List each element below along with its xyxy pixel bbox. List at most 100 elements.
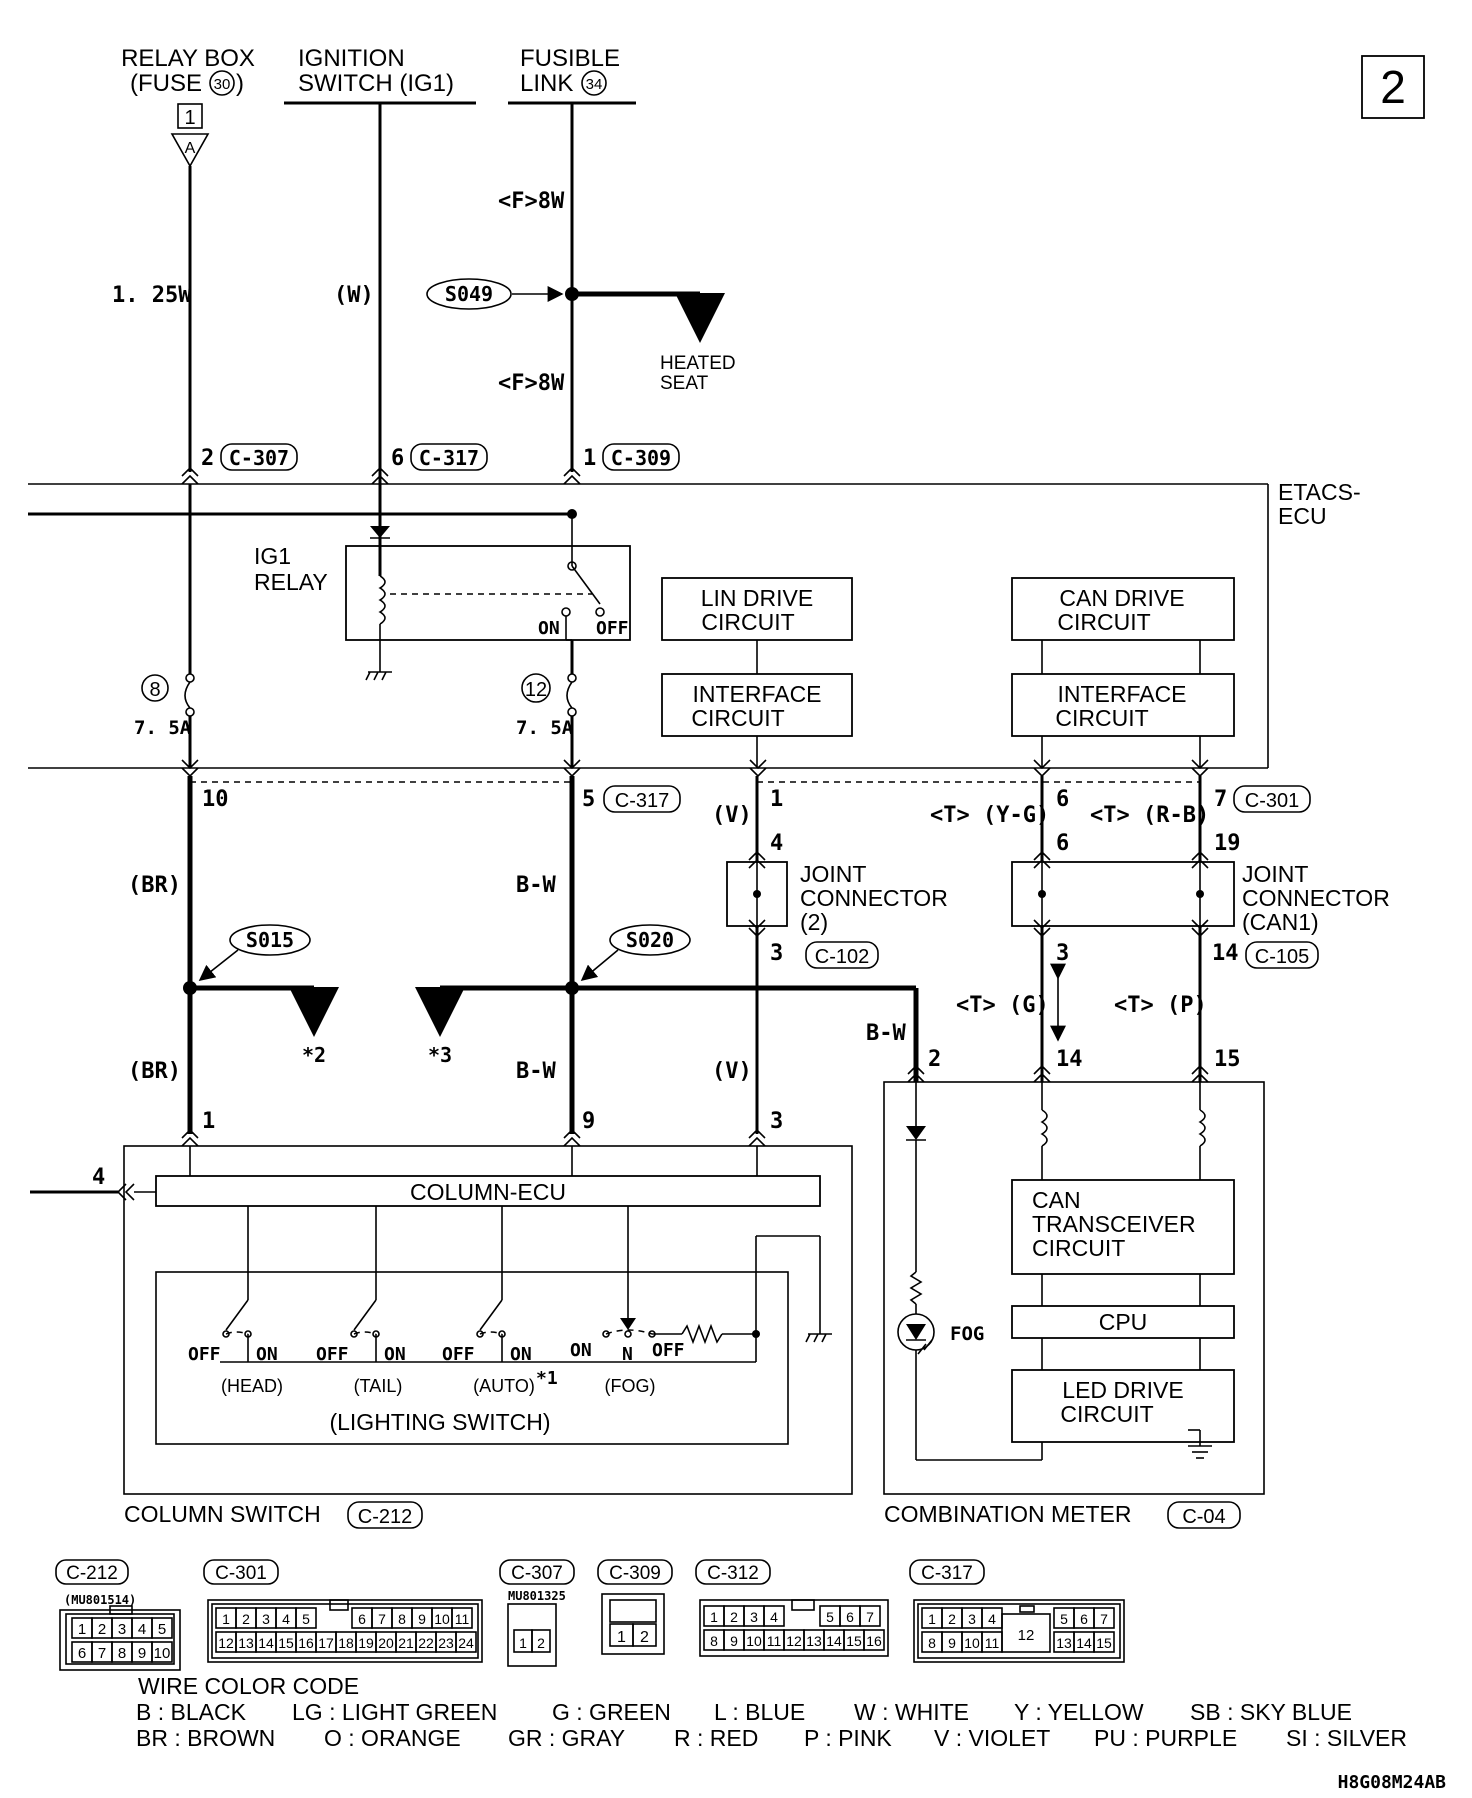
connector-view-c317-pin: 14 [1076, 1635, 1092, 1651]
connector-view-c312-pin: 3 [750, 1609, 758, 1625]
svg-text:1: 1 [184, 107, 195, 129]
svg-text:OFF: OFF [188, 1344, 221, 1365]
svg-text:1: 1 [583, 446, 596, 471]
svg-text:R : RED: R : RED [674, 1725, 758, 1751]
connector-view-c301-pin: 20 [378, 1635, 394, 1651]
connector-view-c312-pin: 7 [866, 1609, 874, 1625]
connector-view-c309-pin: 1 [617, 1629, 626, 1646]
svg-text:7. 5A: 7. 5A [516, 717, 574, 739]
svg-text:3: 3 [770, 941, 783, 966]
connector-view-c212-pin: 10 [154, 1645, 171, 1662]
svg-text:OFF: OFF [596, 618, 629, 639]
can-drive-circuit: CAN DRIVE CIRCUIT INTERFACE CIRCUIT [1011, 577, 1235, 768]
connector-view-c312-pin: 10 [746, 1633, 762, 1649]
drawing-code: H8G08M24AB [1338, 1772, 1447, 1793]
connector-view-c301-pin: 9 [418, 1611, 426, 1627]
connector-view-c301-pin: 13 [238, 1635, 254, 1651]
svg-text:ECU: ECU [1278, 503, 1327, 529]
svg-text:<T> (G): <T> (G) [956, 993, 1049, 1018]
svg-text:6: 6 [391, 446, 404, 471]
svg-text:15: 15 [1214, 1047, 1241, 1072]
svg-text:LIN DRIVE: LIN DRIVE [701, 585, 813, 611]
connector-view-c301-pin: 2 [242, 1611, 250, 1627]
connector-view-c301-pin: 10 [434, 1611, 450, 1627]
svg-text:19: 19 [1214, 831, 1241, 856]
svg-text:3: 3 [1056, 941, 1069, 966]
svg-text:FUSIBLE: FUSIBLE [520, 45, 620, 72]
connector-view-c317-pin: 1 [928, 1611, 936, 1627]
connector-view-c312-pin: 13 [806, 1633, 822, 1649]
svg-text:ETACS-: ETACS- [1278, 479, 1361, 505]
page-number: 2 [1361, 55, 1425, 119]
svg-text:(BR): (BR) [128, 873, 181, 898]
connector-view-c301-pin: 14 [258, 1635, 274, 1651]
svg-text:P : PINK: P : PINK [804, 1725, 892, 1751]
svg-text:S049: S049 [445, 282, 493, 306]
svg-text:CAN DRIVE: CAN DRIVE [1059, 585, 1184, 611]
connector-view-c301-pin: 15 [278, 1635, 294, 1651]
svg-text:RELAY: RELAY [254, 569, 328, 595]
svg-text:14: 14 [1212, 941, 1239, 966]
connector-view-c301-pin: 6 [358, 1611, 366, 1627]
svg-text:4: 4 [770, 831, 783, 856]
svg-text:(2): (2) [800, 909, 828, 935]
svg-text:(W): (W) [334, 283, 374, 308]
svg-text:CAN: CAN [1032, 1187, 1081, 1213]
svg-text:SWITCH (IG1): SWITCH (IG1) [298, 70, 454, 97]
svg-text:C-317: C-317 [419, 446, 479, 470]
svg-text:(V): (V) [712, 803, 752, 828]
svg-text:*3: *3 [428, 1043, 452, 1067]
connector-view-c312-label: C-312 [707, 1563, 759, 1584]
connector-view-c312-pin: 4 [770, 1609, 778, 1625]
svg-text:PU : PURPLE: PU : PURPLE [1094, 1725, 1237, 1751]
connector-view-c212-pin: 9 [138, 1645, 146, 1662]
svg-text:6: 6 [1056, 787, 1069, 812]
splice-s020: S020 [580, 924, 691, 982]
combination-meter: FOG CAN TRANSCEIVER CIRCUIT CPU LED DRIV… [883, 1064, 1265, 1495]
svg-text:<T> (R-B): <T> (R-B) [1090, 803, 1209, 828]
connector-view-c212-pin: 1 [78, 1621, 86, 1638]
svg-text:N: N [622, 1344, 633, 1365]
svg-text:G : GREEN: G : GREEN [552, 1699, 671, 1725]
connector-view-c212-pin: 2 [98, 1621, 106, 1638]
fusible-link-source: FUSIBLE LINK 34 [508, 45, 636, 105]
svg-text:A: A [185, 140, 196, 157]
connector-view-c317-pin: 3 [968, 1611, 976, 1627]
svg-text:10: 10 [202, 787, 229, 812]
svg-text:INTERFACE: INTERFACE [1057, 681, 1186, 707]
svg-text:COLUMN SWITCH: COLUMN SWITCH [124, 1501, 321, 1527]
connector-view-c309-pin: 2 [640, 1629, 649, 1646]
svg-text:*2: *2 [302, 1043, 326, 1067]
svg-text:WIRE COLOR CODE: WIRE COLOR CODE [138, 1673, 359, 1699]
connector-view-c317-pin: 7 [1100, 1611, 1108, 1627]
svg-text:5: 5 [582, 787, 595, 812]
connector-view-c312-pin: 12 [786, 1633, 802, 1649]
svg-text:(CAN1): (CAN1) [1242, 909, 1319, 935]
svg-text:1: 1 [770, 787, 783, 812]
connector-view-c307-pin: 2 [537, 1635, 545, 1651]
connector-view-c317-pin: 10 [964, 1635, 980, 1651]
connector-view-c317-pin: 4 [988, 1611, 996, 1627]
connector-view-c312-pin: 15 [846, 1633, 862, 1649]
svg-text:ON: ON [384, 1344, 406, 1365]
connector-view-c317-pin: 9 [948, 1635, 956, 1651]
svg-text:SI : SILVER: SI : SILVER [1286, 1725, 1407, 1751]
svg-text:<T> (P): <T> (P) [1114, 993, 1207, 1018]
fuse-12: 12 7. 5A [516, 640, 577, 768]
svg-text:S020: S020 [626, 928, 674, 952]
svg-text:C-307: C-307 [229, 446, 289, 470]
connector-view-c312-pin: 1 [710, 1609, 718, 1625]
connector-view-c317-pin: 6 [1080, 1611, 1088, 1627]
svg-text:(LIGHTING SWITCH): (LIGHTING SWITCH) [329, 1409, 550, 1435]
wire-color-legend: WIRE COLOR CODE B : BLACK LG : LIGHT GRE… [136, 1673, 1407, 1751]
svg-text:7. 5A: 7. 5A [134, 717, 192, 739]
svg-text:TRANSCEIVER: TRANSCEIVER [1032, 1211, 1196, 1237]
mid-wires [183, 776, 1202, 1134]
svg-text:B-W: B-W [516, 1059, 556, 1084]
svg-text:O : ORANGE: O : ORANGE [324, 1725, 461, 1751]
svg-text:2: 2 [201, 446, 214, 471]
svg-text:1. 25W: 1. 25W [112, 283, 192, 308]
connector-view-c301-pin: 17 [318, 1635, 334, 1651]
ignition-switch-source: IGNITION SWITCH (IG1) [284, 45, 476, 105]
connector-view-c312-pin: 11 [767, 1633, 782, 1649]
